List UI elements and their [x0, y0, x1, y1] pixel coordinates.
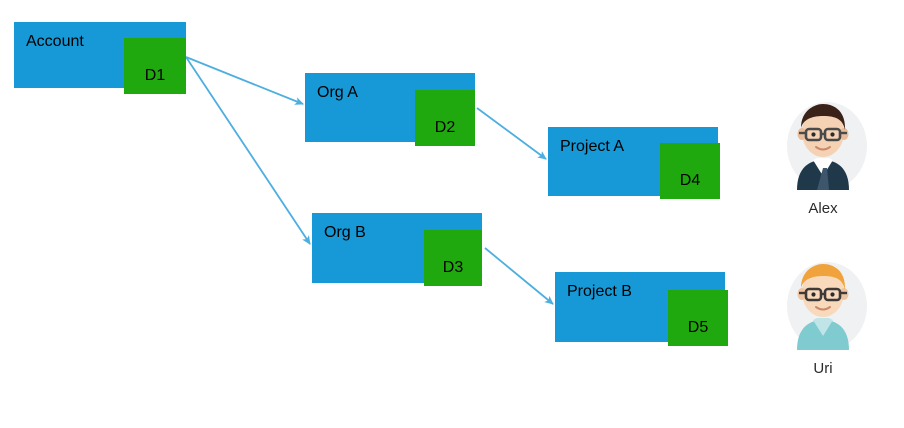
node-label-org-a: Org A — [317, 84, 358, 101]
person-alex[interactable]: Alex — [763, 98, 883, 218]
badge-label-d3: D3 — [442, 259, 464, 276]
edge-account-to-org-a — [185, 56, 304, 105]
node-project-b[interactable]: Project B D5 — [555, 272, 728, 346]
badge-d4[interactable]: D4 — [660, 143, 720, 199]
edge-org-a-to-project-a — [476, 107, 547, 160]
node-label-project-a: Project A — [560, 138, 625, 155]
node-project-a[interactable]: Project A D4 — [548, 127, 720, 199]
edge-org-b-to-project-b — [484, 247, 554, 305]
person-uri[interactable]: Uri — [763, 258, 883, 378]
badge-d5[interactable]: D5 — [668, 290, 728, 346]
node-org-a[interactable]: Org A D2 — [305, 73, 475, 146]
badge-label-d2: D2 — [434, 119, 456, 136]
badge-label-d4: D4 — [679, 172, 701, 189]
edge-account-to-org-b — [185, 56, 311, 245]
node-label-project-b: Project B — [567, 283, 632, 300]
badge-d3[interactable]: D3 — [424, 230, 482, 286]
badge-d2[interactable]: D2 — [415, 90, 475, 146]
badge-label-d1: D1 — [144, 67, 166, 84]
person-name-alex: Alex — [808, 200, 838, 217]
node-label-account: Account — [26, 33, 84, 50]
badge-d1[interactable]: D1 — [124, 38, 186, 94]
node-org-b[interactable]: Org B D3 — [312, 213, 482, 286]
badge-label-d5: D5 — [687, 319, 709, 336]
person-name-uri: Uri — [813, 360, 833, 377]
avatar-uri-icon — [777, 258, 869, 350]
node-label-org-b: Org B — [324, 224, 366, 241]
avatar-alex-icon — [777, 98, 869, 196]
